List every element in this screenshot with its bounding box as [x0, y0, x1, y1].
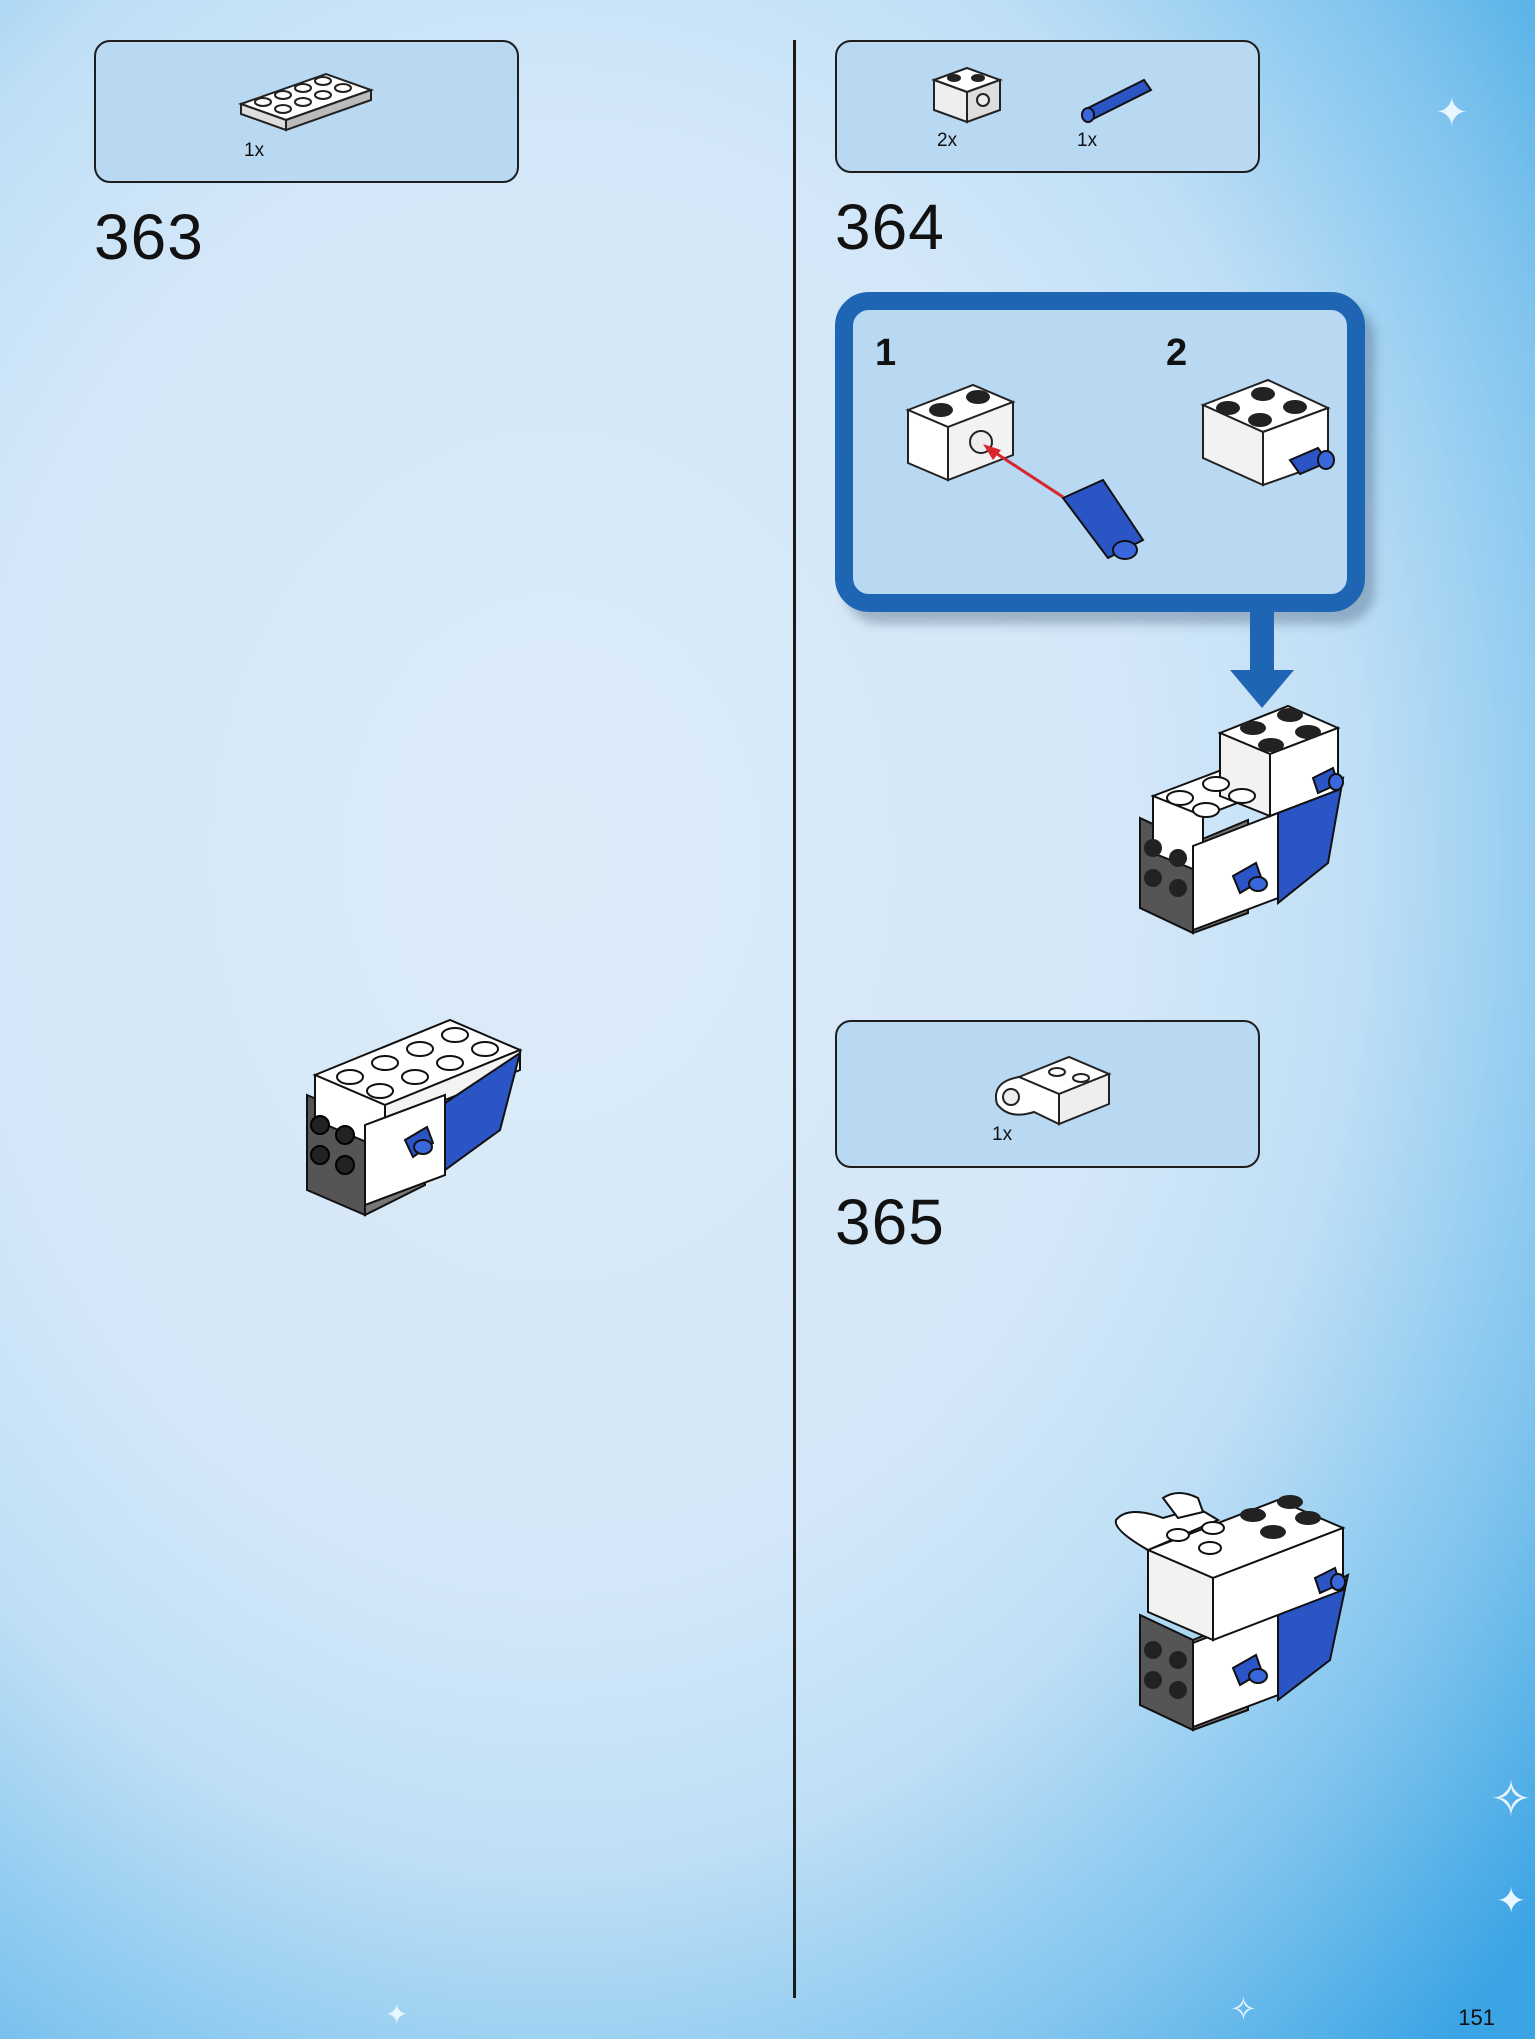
page-number: 151 [1458, 2005, 1495, 2030]
sub-step-2-illustration [1200, 378, 1335, 487]
blue-technic-pin-icon [1081, 78, 1153, 123]
sub-step-1-illustration [905, 383, 1145, 560]
parts-box-step-363: 1x [94, 40, 519, 183]
sub-step-number: 2 [1166, 332, 1188, 374]
step-number-365: 365 [835, 1186, 945, 1258]
sub-step-number: 1 [875, 332, 897, 374]
white-clip-brick-icon [995, 1055, 1112, 1126]
assembly-step-363 [306, 1018, 523, 1217]
star-icon: ✦ [1496, 1880, 1527, 1921]
assembly-step-364 [1139, 704, 1345, 935]
step-number-363: 363 [94, 201, 204, 273]
white-plate-2x4-icon [238, 72, 374, 132]
parts-box-step-365: 1x [835, 1020, 1260, 1168]
star-icon: ✧ [1230, 1991, 1257, 2027]
part-qty: 2x [937, 130, 958, 151]
down-arrow-icon [1230, 612, 1294, 708]
star-icon: ✦ [1435, 91, 1469, 135]
white-technic-brick-1x2-icon [931, 66, 1003, 124]
parts-box-step-364: 2x 1x [835, 40, 1260, 173]
step-number-364: 364 [835, 191, 945, 263]
page-divider [793, 40, 796, 1998]
star-icon: ✦ [385, 1999, 409, 2030]
part-qty: 1x [992, 1124, 1013, 1145]
sub-assembly-callout: 1 2 [835, 292, 1365, 612]
part-qty: 1x [244, 140, 265, 161]
part-qty: 1x [1077, 130, 1098, 151]
star-icon: ✧ [1490, 1771, 1532, 1827]
assembly-step-365 [1114, 1492, 1350, 1732]
